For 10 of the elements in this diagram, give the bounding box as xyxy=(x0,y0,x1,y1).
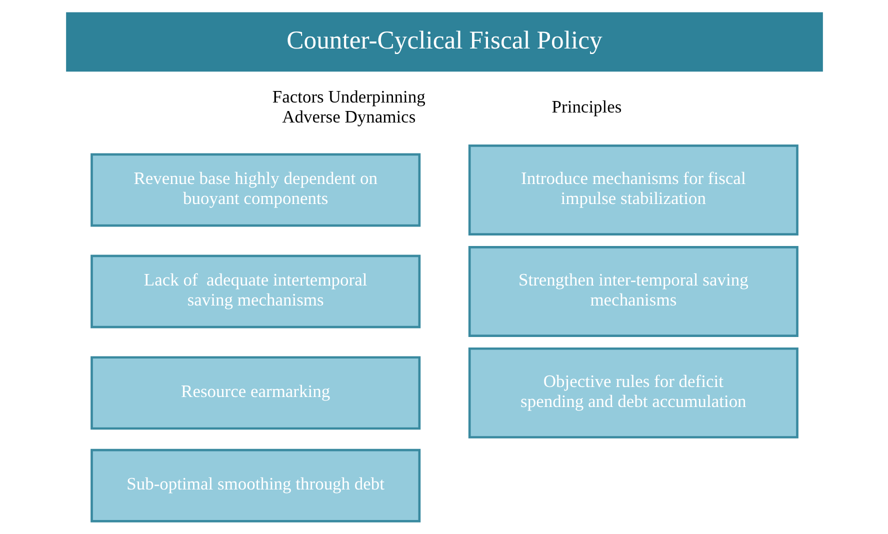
node-box: Counter-Cyclical Fiscal Policy xyxy=(66,12,822,72)
node-box: Objective rules for deficit spending and debt accumulation xyxy=(468,347,798,438)
label: Factors Underpinning Adverse Dynamics xyxy=(272,86,425,126)
node-box: Strengthen inter-temporal saving mechanisms xyxy=(468,246,798,337)
node-box: Lack of adequate intertemporal saving mechanisms xyxy=(90,254,420,328)
node-box: Introduce mechanisms for fiscal impulse stabilization xyxy=(468,144,798,236)
label: Principles xyxy=(551,96,622,116)
node-box: Revenue base highly dependent on buoyant components xyxy=(90,153,420,227)
node-box: Resource earmarking xyxy=(90,356,420,430)
node-box: Sub-optimal smoothing through debt xyxy=(90,448,420,522)
